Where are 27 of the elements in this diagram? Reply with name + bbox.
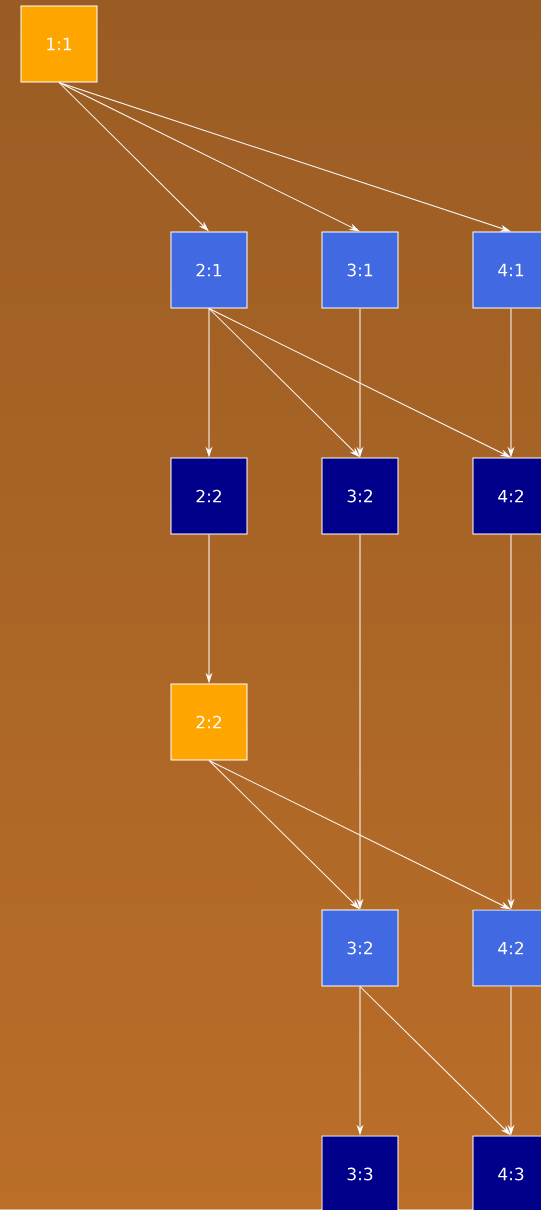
node-box: 2:2	[170, 457, 248, 535]
node-box: 1:1	[20, 5, 98, 83]
node-box: 3:3	[321, 1135, 399, 1210]
arrow	[58, 82, 209, 231]
arrow	[206, 534, 212, 683]
node-box: 3:1	[321, 231, 399, 309]
arrow	[206, 308, 212, 457]
node-box: 3:2	[321, 909, 399, 987]
arrow	[508, 534, 514, 909]
arrow	[208, 308, 360, 457]
node-box: 4:2	[472, 909, 541, 987]
arrow	[508, 308, 514, 457]
node-box: 3:2	[321, 457, 399, 535]
arrow	[357, 534, 363, 909]
node-box: 2:1	[170, 231, 248, 309]
node-box: 4:3	[472, 1135, 541, 1210]
arrow	[208, 760, 360, 909]
arrow	[357, 308, 363, 457]
node-box: 4:1	[472, 231, 541, 309]
arrow	[208, 308, 511, 458]
arrow	[357, 986, 363, 1135]
arrow	[58, 82, 510, 232]
arrow	[359, 986, 511, 1135]
node-box: 4:2	[472, 457, 541, 535]
node-box: 2:2	[170, 683, 248, 761]
arrow	[208, 760, 511, 910]
arrow	[508, 986, 514, 1135]
